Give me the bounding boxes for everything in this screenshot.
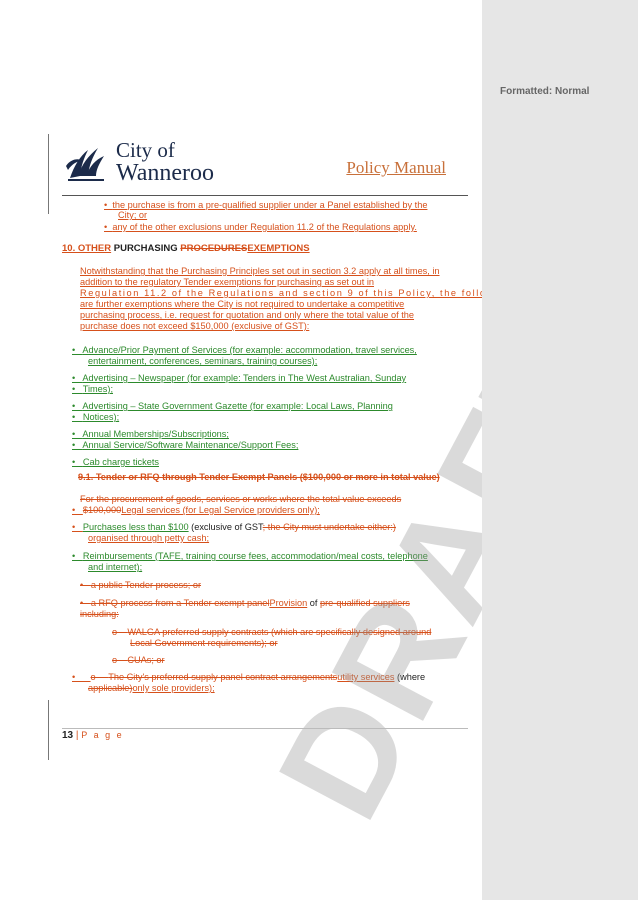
exemption-text: Advertising – Newspaper (for example: Te… — [82, 373, 407, 383]
exemption-text: Advance/Prior Payment of Services (for e… — [82, 345, 417, 355]
deleted-subheading: 9.1. Tender or RFQ through Tender Exempt… — [78, 472, 440, 482]
footer-divider — [62, 728, 468, 729]
exemption-text: Legal services (for Legal Service provid… — [121, 505, 320, 515]
exemption-continuation: entertainment, conferences, seminars, tr… — [88, 356, 318, 366]
bullet-text: the purchase is from a pre-qualified sup… — [112, 200, 428, 210]
plain-text: (where — [394, 672, 426, 682]
comments-panel — [482, 0, 638, 900]
exemption-plain-text: (exclusive of GST — [188, 522, 263, 532]
exemption-text: Purchases less than $100 — [82, 522, 189, 532]
exemption-text: Annual Service/Software Maintenance/Supp… — [82, 440, 299, 450]
exemption-text: Advertising – State Government Gazette (… — [82, 401, 393, 411]
exemption-text: Annual Memberships/Subscriptions; — [82, 429, 229, 439]
exemption-item: • Annual Service/Software Maintenance/Su… — [72, 440, 299, 450]
exemption-item: • Purchases less than $100 (exclusive of… — [72, 522, 396, 532]
logo-name-text: Wanneroo — [116, 160, 215, 186]
intro-line: addition to the regulatory Tender exempt… — [80, 277, 375, 287]
deleted-bullet: • a public Tender process; or — [80, 580, 202, 590]
exemption-item: • Cab charge tickets — [72, 457, 159, 467]
exemption-item: • Advance/Prior Payment of Services (for… — [72, 345, 417, 355]
bullet-continuation: City; or — [118, 210, 148, 220]
section-heading: 10. OTHER PURCHASING PROCEDURESEXEMPTION… — [62, 243, 310, 255]
exemption-continuation: organised through petty cash; — [88, 533, 210, 543]
exemption-continuation: Times); — [82, 384, 113, 394]
formatting-note: Formatted: Normal — [500, 86, 590, 97]
deleted-continuation: Local Government requirements); or — [130, 638, 278, 648]
exemption-text: Cab charge tickets — [82, 457, 159, 467]
deleted-bullet-text: a public Tender process; or — [90, 580, 202, 590]
exemption-text: Reimbursements (TAFE, training course fe… — [82, 551, 428, 561]
bullet-item: • the purchase is from a pre-qualified s… — [104, 200, 428, 210]
heading-number: 10. OTHER — [62, 243, 112, 254]
exemption-item: • Reimbursements (TAFE, training course … — [72, 551, 428, 561]
exemption-item: • Times); — [72, 384, 113, 394]
intro-line: Regulation 11.2 of the Regulations and s… — [80, 288, 512, 298]
heading-inserted: EXEMPTIONS — [247, 243, 310, 254]
deleted-paragraph: For the procurement of goods, services o… — [80, 494, 402, 504]
deleted-subbullet: o WALGA preferred supply contracts (whic… — [112, 627, 432, 637]
heading-deleted: PROCEDURES — [180, 243, 248, 254]
inserted-text: Provision — [269, 598, 308, 608]
exemption-continuation: Notices); — [82, 412, 120, 422]
deleted-subbullet-text: WALGA preferred supply contracts (which … — [127, 627, 432, 637]
page-label: P a g e — [81, 730, 124, 740]
plain-text: of — [307, 598, 321, 608]
deleted-subbullet: o CUAs; or — [112, 655, 165, 665]
bullet-text: any of the other exclusions under Regula… — [112, 222, 417, 232]
document-page: City of Wanneroo Policy Manual • the pur… — [48, 134, 638, 844]
deleted-continuation: applicable)only sole providers); — [88, 683, 215, 694]
deleted-bullet: • a RFQ process from a Tender exempt pan… — [80, 598, 410, 608]
inserted-text: utility services — [337, 672, 395, 682]
intro-line: purchasing process, i.e. request for quo… — [80, 310, 415, 320]
deleted-subbullet: • o The City's preferred supply panel co… — [72, 672, 426, 682]
logo-city-text: City of — [116, 138, 175, 162]
deleted-text: applicable) — [88, 683, 133, 693]
intro-line: purchase does not exceed $150,000 (exclu… — [80, 321, 310, 331]
page-footer: 13 | P a g e — [62, 730, 124, 741]
page-header: City of Wanneroo Policy Manual — [64, 136, 468, 192]
intro-line: are further exemptions where the City is… — [80, 299, 405, 309]
inserted-text: only sole providers); — [132, 683, 215, 693]
city-logo-icon — [66, 148, 104, 181]
bullet-item: • any of the other exclusions under Regu… — [104, 222, 417, 232]
deleted-text: ; the City must undertake either:) — [262, 522, 396, 532]
crop-mark — [48, 134, 49, 214]
deleted-subbullet-text: CUAs; or — [127, 655, 165, 665]
deleted-text: The City's preferred supply panel contra… — [108, 672, 338, 682]
intro-line: Notwithstanding that the Purchasing Prin… — [80, 266, 440, 276]
exemption-continuation: and internet); — [88, 562, 143, 572]
exemption-item: • $100,000Legal services (for Legal Serv… — [72, 505, 320, 515]
deleted-continuation: including: — [80, 609, 119, 619]
header-divider — [62, 195, 468, 196]
policy-manual-title: Policy Manual — [346, 158, 446, 177]
page-number: 13 — [62, 730, 74, 741]
deleted-bullet-text: a RFQ process from a Tender exempt panel — [90, 598, 270, 608]
exemption-item: • Advertising – State Government Gazette… — [72, 401, 393, 411]
heading-text: PURCHASING — [111, 243, 181, 254]
exemption-item: • Advertising – Newspaper (for example: … — [72, 373, 407, 383]
exemption-item: • Notices); — [72, 412, 120, 422]
deleted-text: pre-qualified suppliers — [320, 598, 410, 608]
exemption-item: • Annual Memberships/Subscriptions; — [72, 429, 229, 439]
deleted-amount: $100,000 — [82, 505, 122, 515]
crop-mark — [48, 700, 49, 760]
